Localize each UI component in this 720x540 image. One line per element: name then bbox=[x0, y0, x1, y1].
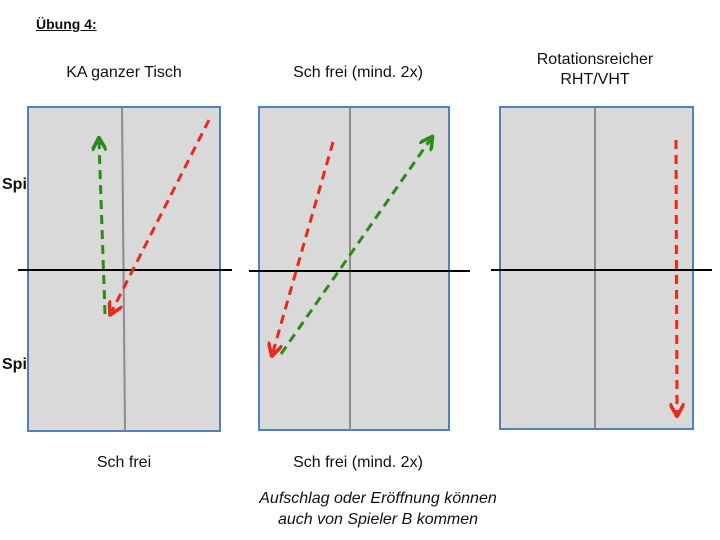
table-2 bbox=[249, 106, 470, 431]
footnote-line-2: auch von Spieler B kommen bbox=[277, 511, 479, 528]
table-3 bbox=[491, 106, 712, 430]
table-2-surface bbox=[258, 106, 450, 431]
exercise-title: Übung 4: bbox=[36, 16, 97, 32]
table-1-top-label: KA ganzer Tisch bbox=[66, 64, 182, 81]
table-1 bbox=[18, 106, 232, 432]
table-2-bottom-label: Sch frei (mind. 2x) bbox=[293, 454, 423, 471]
table-2-top-label: Sch frei (mind. 2x) bbox=[293, 64, 423, 81]
table-2-green-arrow bbox=[279, 140, 430, 355]
table-3-top-label: Rotationsreicher RHT/VHT bbox=[536, 51, 654, 88]
footnote-line-1: Aufschlag oder Eröffnung können bbox=[259, 490, 497, 507]
table-3-surface bbox=[499, 106, 694, 430]
table-1-red-arrow bbox=[112, 119, 211, 311]
table-1-green-arrow bbox=[99, 142, 105, 315]
table-1-bottom-label: Sch frei bbox=[96, 454, 152, 471]
table-2-red-arrow bbox=[273, 141, 335, 352]
table-3-red-arrow bbox=[676, 139, 677, 412]
